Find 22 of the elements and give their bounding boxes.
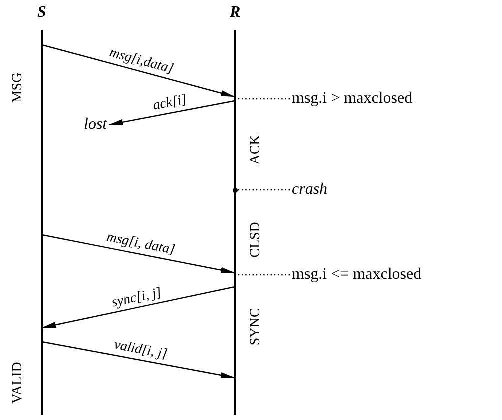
note-text: msg.i > maxclosed (292, 90, 413, 108)
edge-label: valid[i, j] (112, 338, 168, 362)
note-text: msg.i <= maxclosed (292, 266, 422, 284)
edge-label: sync[i, j] (110, 285, 163, 310)
note-text: lost (84, 116, 108, 134)
state-label: ACK (248, 135, 264, 165)
state-label: SYNC (248, 308, 264, 346)
message-arrow (42, 341, 236, 379)
message-arrow (109, 100, 236, 126)
note-text: crash (292, 181, 328, 199)
edge-label: msg[i, data] (105, 230, 176, 258)
participant-label: R (230, 4, 240, 22)
message-arrow (42, 234, 236, 274)
message-arrow (42, 286, 236, 329)
state-label: VALID (10, 362, 26, 404)
leader-line (238, 189, 290, 191)
participant-label: S (37, 4, 47, 22)
dot (232, 188, 238, 192)
message-arrow (42, 44, 236, 98)
edge-label: ack[i] (152, 92, 188, 114)
state-label: CLSD (248, 222, 264, 258)
state-label: MSG (10, 72, 26, 104)
